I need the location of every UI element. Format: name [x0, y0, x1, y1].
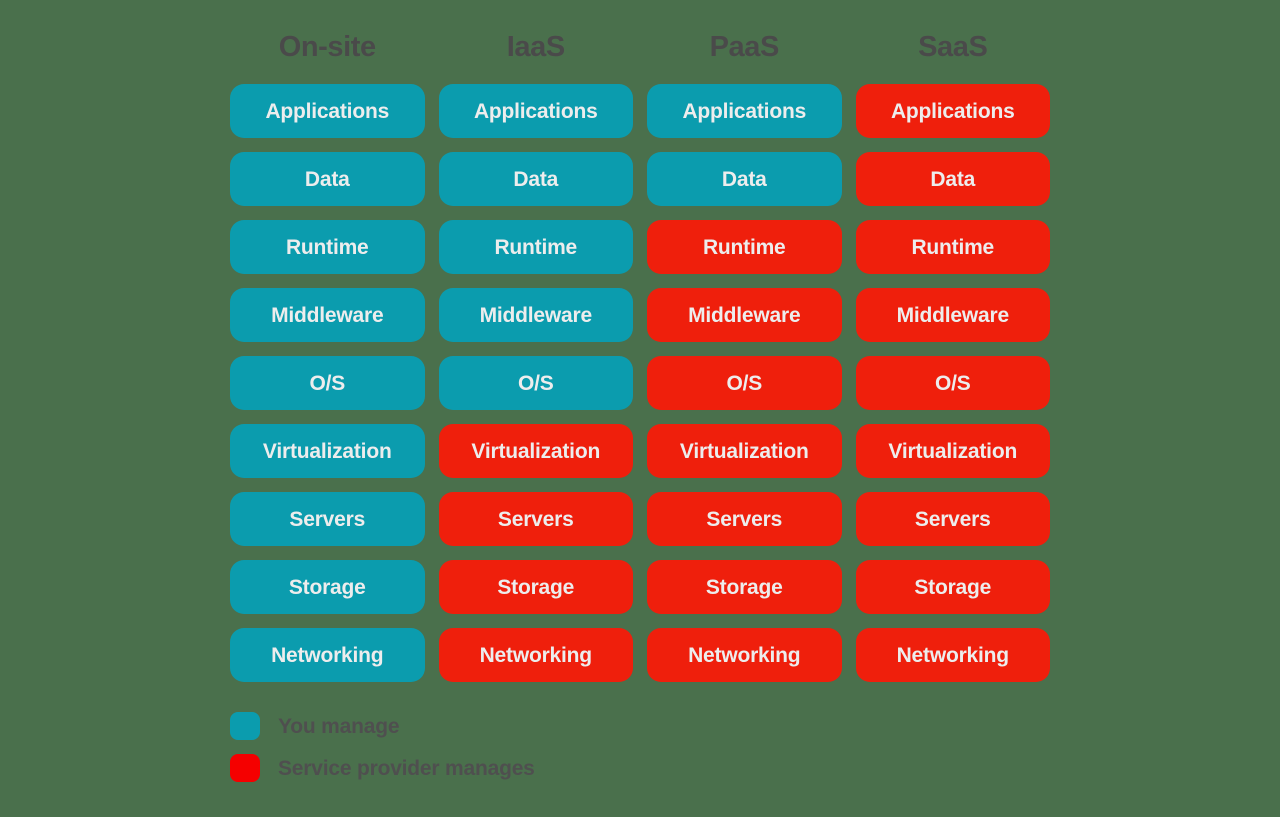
layer-cell[interactable]: Data	[438, 152, 633, 206]
layer-cell[interactable]: Runtime	[230, 220, 425, 274]
layer-cell[interactable]: O/S	[438, 356, 633, 410]
layer-cell[interactable]: Storage	[647, 560, 842, 614]
legend-swatch-provider-manages-icon	[230, 754, 260, 782]
layer-cell[interactable]: Storage	[438, 560, 633, 614]
layer-cell[interactable]: Applications	[438, 84, 633, 138]
layer-cell[interactable]: Data	[647, 152, 842, 206]
legend-item: Service provider manages	[230, 754, 535, 782]
layer-cell[interactable]: Servers	[855, 492, 1050, 546]
layer-cell[interactable]: Virtualization	[855, 424, 1050, 478]
layer-cell[interactable]: Storage	[230, 560, 425, 614]
legend-swatch-you-manage-icon	[230, 712, 260, 740]
layer-cell[interactable]: Networking	[438, 628, 633, 682]
layer-cell[interactable]: O/S	[855, 356, 1050, 410]
layer-cell[interactable]: Storage	[855, 560, 1050, 614]
layer-cell[interactable]: Runtime	[438, 220, 633, 274]
legend-label: Service provider manages	[278, 756, 535, 780]
layer-cell[interactable]: Applications	[855, 84, 1050, 138]
column-header-saas: SaaS	[918, 30, 988, 63]
layer-cell[interactable]: O/S	[230, 356, 425, 410]
layer-cell[interactable]: Middleware	[855, 288, 1050, 342]
layer-cell[interactable]: Middleware	[230, 288, 425, 342]
layer-cell[interactable]: Servers	[230, 492, 425, 546]
legend-item: You manage	[230, 712, 535, 740]
layer-cell[interactable]: Applications	[647, 84, 842, 138]
layer-cell[interactable]: Data	[230, 152, 425, 206]
layer-cell[interactable]: Virtualization	[647, 424, 842, 478]
layer-cell[interactable]: Servers	[647, 492, 842, 546]
layer-cell[interactable]: O/S	[647, 356, 842, 410]
legend-label: You manage	[278, 714, 400, 738]
layer-cell[interactable]: Runtime	[855, 220, 1050, 274]
layer-cell[interactable]: Applications	[230, 84, 425, 138]
layer-cell[interactable]: Middleware	[647, 288, 842, 342]
layer-cell[interactable]: Servers	[438, 492, 633, 546]
column-header-iaas: IaaS	[506, 30, 565, 63]
layer-cell[interactable]: Virtualization	[230, 424, 425, 478]
column-header-row: On-site IaaS PaaS SaaS	[230, 24, 1050, 70]
layer-cell[interactable]: Data	[855, 152, 1050, 206]
layer-cell[interactable]: Networking	[230, 628, 425, 682]
layer-cell[interactable]: Networking	[647, 628, 842, 682]
column-header-on-site: On-site	[278, 30, 377, 63]
layer-cell[interactable]: Middleware	[438, 288, 633, 342]
layer-cell[interactable]: Runtime	[647, 220, 842, 274]
layer-cell[interactable]: Networking	[855, 628, 1050, 682]
layer-cell[interactable]: Virtualization	[438, 424, 633, 478]
column-header-paas: PaaS	[709, 30, 780, 63]
